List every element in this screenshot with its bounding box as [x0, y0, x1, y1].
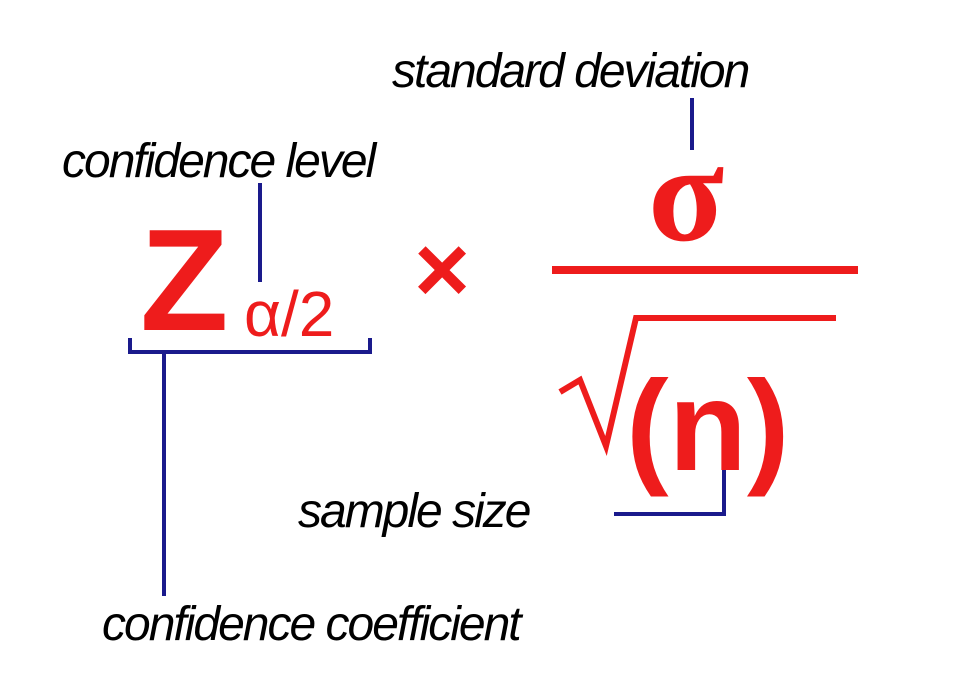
n-symbol: (n): [626, 355, 789, 498]
connector-sample-size: [614, 470, 726, 516]
z-subscript: α/2: [244, 278, 334, 350]
z-symbol: Z: [140, 199, 229, 361]
label-confidence-coefficient: confidence coefficient: [102, 598, 523, 651]
label-standard-deviation: standard deviation: [392, 45, 749, 98]
label-confidence-level: confidence level: [62, 135, 378, 188]
label-sample-size: sample size: [298, 485, 530, 538]
sigma-symbol: σ: [648, 116, 724, 271]
connectors: [128, 98, 726, 596]
times-symbol: ×: [414, 216, 470, 323]
radical-icon: [558, 315, 836, 457]
bracket-confidence-coefficient: [128, 338, 372, 354]
